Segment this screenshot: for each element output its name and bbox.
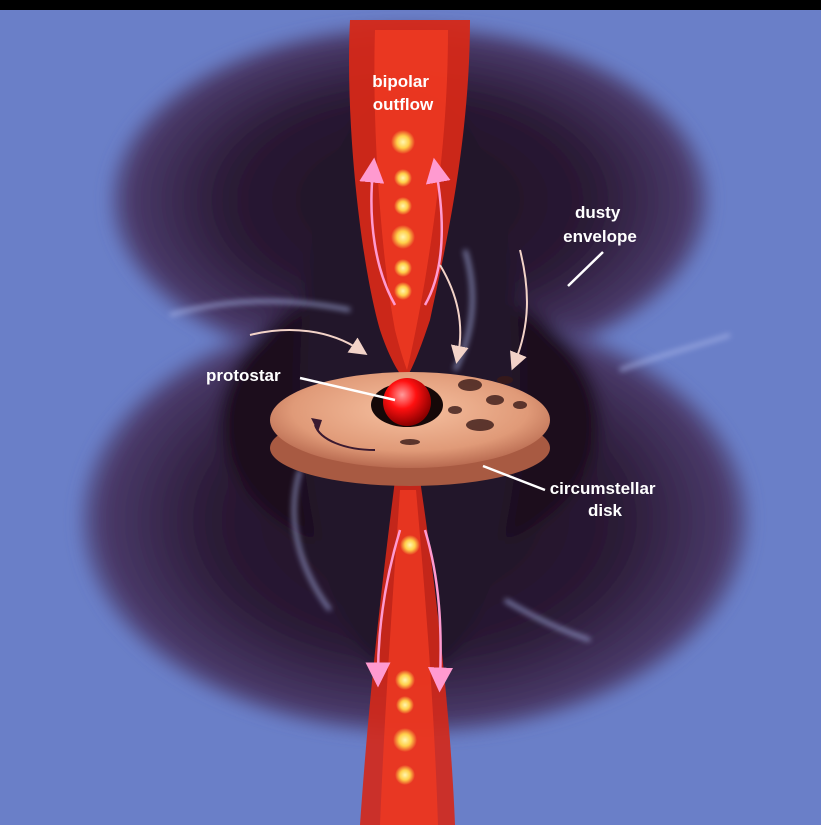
- top-bar: [0, 0, 821, 10]
- label-protostar: protostar: [206, 366, 281, 385]
